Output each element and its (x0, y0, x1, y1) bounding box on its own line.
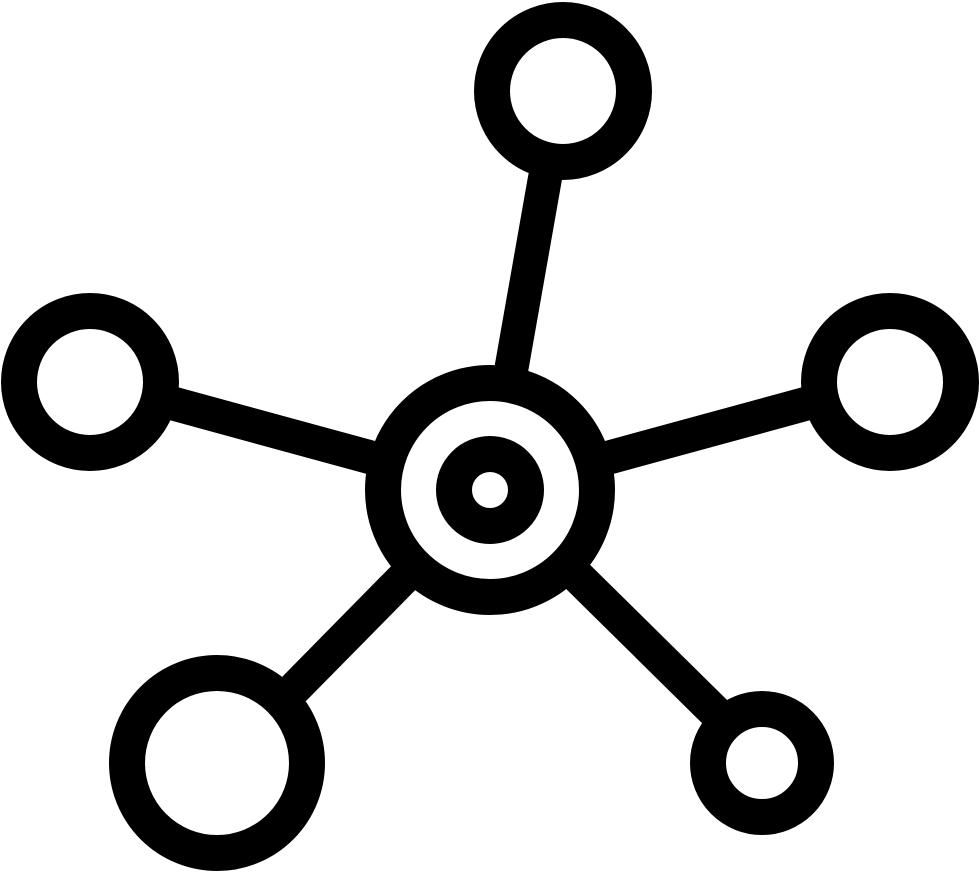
hub-group (365, 365, 615, 615)
hub-inner-ring (436, 436, 544, 544)
node-top (474, 2, 652, 180)
node-bottom-left (109, 655, 325, 871)
node-right (801, 293, 979, 471)
node-bottom-right (690, 691, 834, 835)
node-left (1, 293, 179, 471)
